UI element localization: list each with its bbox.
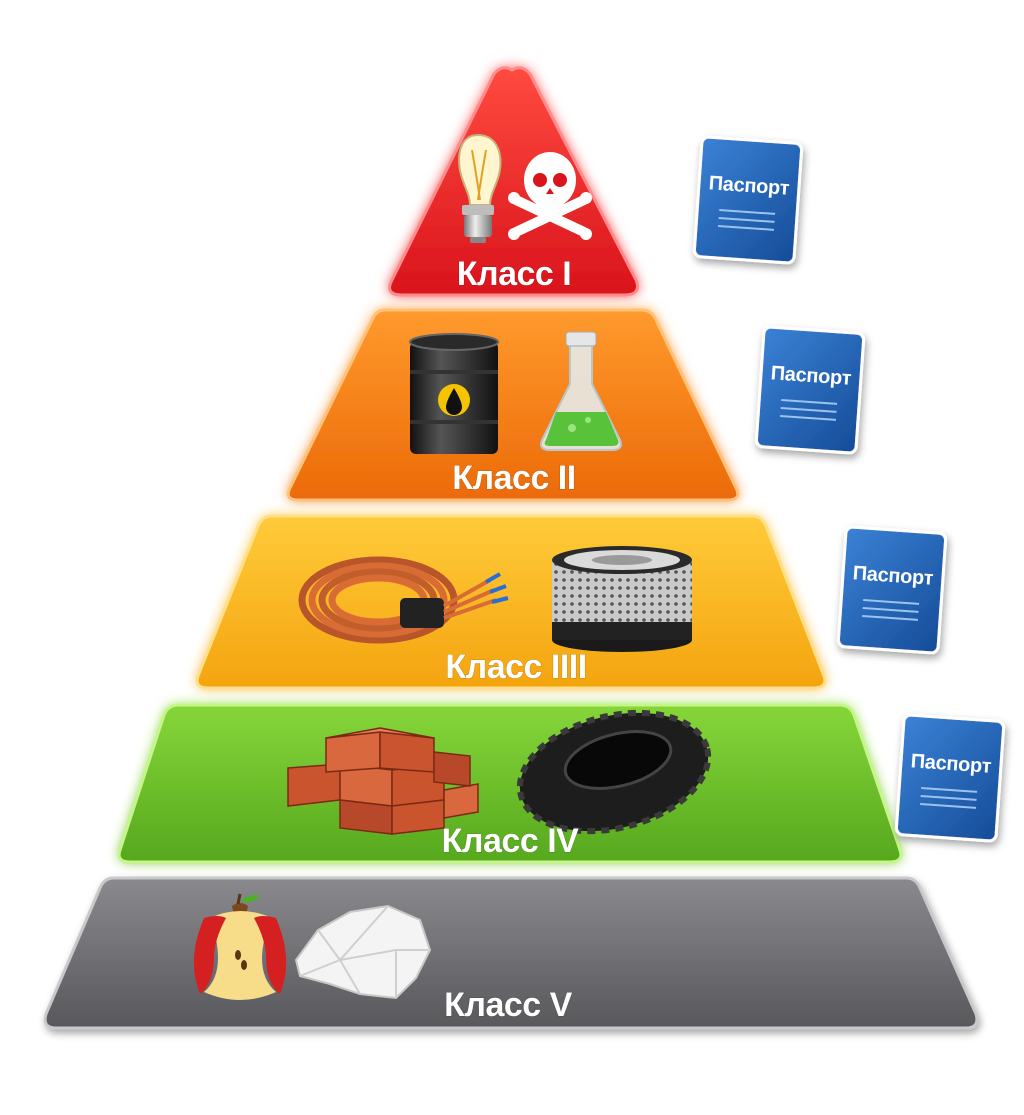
tier-class-2: Класс II xyxy=(286,308,740,502)
tier-class-3: Класс IIII xyxy=(195,514,827,690)
crumpled-paper-icon xyxy=(294,904,432,1000)
light-bulb-icon xyxy=(458,133,502,243)
chemical-flask-icon xyxy=(540,331,622,451)
tier-4-label: Класс IV xyxy=(442,822,579,860)
passport-card[interactable]: Паспорт xyxy=(836,525,948,655)
tier-1-shape xyxy=(388,66,639,297)
tier-5-label: Класс V xyxy=(444,986,573,1024)
copper-cable-icon xyxy=(298,556,509,644)
tier-class-4: Класс IV xyxy=(117,703,903,864)
passport-card[interactable]: Паспорт xyxy=(692,135,804,265)
document-lines-icon xyxy=(920,787,978,809)
tier-class-1: Класс I xyxy=(388,66,639,297)
air-filter-icon xyxy=(552,546,692,652)
bricks-icon xyxy=(287,727,479,835)
tier-2-label: Класс II xyxy=(452,459,575,497)
skull-crossbones-icon xyxy=(508,152,592,240)
document-lines-icon xyxy=(862,599,920,621)
tier-3-label: Класс IIII xyxy=(445,648,586,686)
tier-class-5: Класс V xyxy=(43,876,979,1030)
document-lines-icon xyxy=(718,209,776,231)
tier-1-label: Класс I xyxy=(457,255,571,293)
document-lines-icon xyxy=(780,399,838,421)
apple-core-icon xyxy=(193,893,287,1000)
passport-card[interactable]: Паспорт xyxy=(894,713,1006,843)
passport-card[interactable]: Паспорт xyxy=(754,325,866,455)
tier-2-shape xyxy=(286,308,740,502)
tire-icon xyxy=(516,709,712,835)
oil-barrel-icon xyxy=(409,333,499,454)
